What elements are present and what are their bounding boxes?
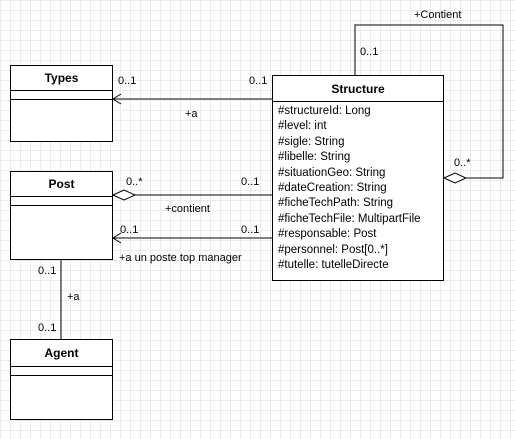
agent-class-name: Agent <box>11 340 112 367</box>
structure-class-name: Structure <box>273 76 443 102</box>
post-agent-agent-multiplicity: 0..1 <box>38 322 57 334</box>
structure-types-role-label: +a <box>185 108 198 120</box>
agent-attributes-compartment <box>11 367 112 376</box>
structure-post-manager-arrowhead <box>112 232 122 244</box>
attribute: #ficheTechPath: String <box>278 197 394 210</box>
attribute: #tutelle: tutelleDirecte <box>278 259 389 272</box>
post-manager-role-label: +a un poste top manager <box>119 252 242 264</box>
types-class-name: Types <box>11 66 112 91</box>
post-contains-post-multiplicity: 0..* <box>126 176 143 188</box>
types-class-box[interactable]: Types <box>10 65 113 142</box>
attribute: #ficheTechFile: MultipartFile <box>278 212 421 225</box>
structure-types-types-multiplicity: 0..1 <box>118 75 137 87</box>
post-manager-structure-multiplicity: 0..1 <box>241 224 260 236</box>
structure-types-structure-multiplicity: 0..1 <box>249 75 268 87</box>
structure-attributes: #structureId: Long #level: int #sigle: S… <box>273 102 443 273</box>
attribute: #structureId: Long <box>278 105 371 117</box>
agent-class-box[interactable]: Agent <box>10 339 113 420</box>
post-agent-post-multiplicity: 0..1 <box>38 265 57 277</box>
attribute: #sigle: String <box>278 135 345 148</box>
self-contains-target-multiplicity: 0..* <box>454 157 471 169</box>
post-class-name: Post <box>11 172 112 197</box>
attribute: #situationGeo: String <box>278 166 386 179</box>
types-attributes-compartment <box>11 91 112 100</box>
self-contains-association-line[interactable] <box>354 24 504 179</box>
attribute: #responsable: Post <box>278 228 377 241</box>
attribute: #libelle: String <box>278 151 351 164</box>
post-contains-role-label: +contient <box>165 203 210 215</box>
self-contains-role-label: +Contient <box>414 9 462 21</box>
post-attributes-compartment <box>11 197 112 206</box>
attribute: #dateCreation: String <box>278 182 387 195</box>
attribute: #personnel: Post[0..*] <box>278 243 388 256</box>
structure-class-box[interactable]: Structure #structureId: Long #level: int… <box>272 75 444 281</box>
post-structure-aggregation-diamond <box>111 189 137 201</box>
post-manager-post-multiplicity: 0..1 <box>120 224 139 236</box>
self-contains-source-multiplicity: 0..1 <box>360 46 379 58</box>
post-agent-role-label: +a <box>67 291 80 303</box>
attribute: #level: int <box>278 120 327 133</box>
post-contains-structure-multiplicity: 0..1 <box>241 176 260 188</box>
structure-types-arrowhead <box>112 93 122 105</box>
post-class-box[interactable]: Post <box>10 171 113 260</box>
self-contains-aggregation-diamond <box>442 172 468 184</box>
